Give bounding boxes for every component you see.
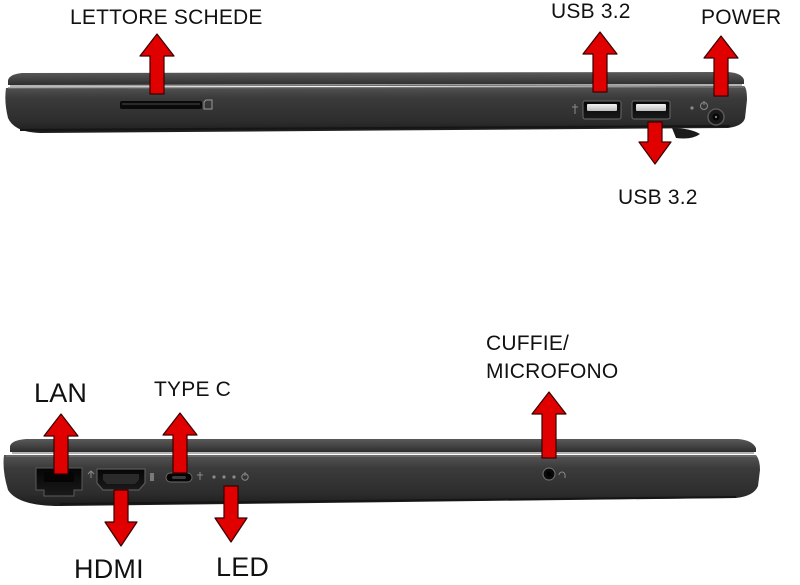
lan-port (35, 467, 83, 497)
hdmi-port (96, 468, 146, 491)
power-symbol-icon (700, 101, 708, 110)
usb-icon (572, 104, 578, 114)
arrow-up-power (703, 35, 739, 97)
led-indicators (212, 475, 236, 479)
label-type-c: TYPE C (154, 378, 232, 401)
arrow-up-audio (531, 391, 567, 459)
label-headset-mic: CUFFIE/ MICROFONO (486, 330, 618, 386)
label-lan: LAN (34, 378, 88, 408)
label-led: LED (216, 552, 270, 582)
arrow-up-type-c (162, 412, 198, 474)
label-usb-top: USB 3.2 (551, 0, 631, 23)
laptop-left-side (3, 439, 760, 506)
label-headset-mic-line-1: CUFFIE/ (486, 332, 570, 355)
audio-jack (542, 467, 556, 481)
laptop-right-side (5, 72, 748, 139)
power-symbol-icon (241, 472, 249, 481)
headset-icon (558, 471, 566, 478)
label-power: POWER (701, 6, 782, 29)
arrow-up-lan (43, 413, 79, 475)
label-card-reader: LETTORE SCHEDE (70, 6, 263, 29)
arrow-down-usb-bottom (638, 121, 672, 165)
power-led-indicator (690, 106, 694, 110)
arrow-down-hdmi (104, 489, 138, 547)
label-headset-mic-line-2: MICROFONO (486, 360, 619, 383)
arrow-up-usb-top (582, 31, 618, 93)
usb-c-port (165, 472, 193, 483)
arrow-up-card-reader (139, 33, 175, 95)
card-reader-slot (120, 101, 202, 109)
label-usb-bottom: USB 3.2 (618, 186, 698, 209)
usb-port-right-2 (631, 100, 671, 120)
hdmi-icon (150, 473, 154, 481)
arrow-down-led (214, 485, 248, 543)
power-jack (707, 108, 725, 126)
usb-port-right-1 (582, 100, 622, 120)
label-hdmi: HDMI (74, 554, 144, 584)
lan-icon (87, 470, 95, 478)
usb-c-icon (197, 472, 203, 480)
sd-card-icon (203, 99, 213, 110)
